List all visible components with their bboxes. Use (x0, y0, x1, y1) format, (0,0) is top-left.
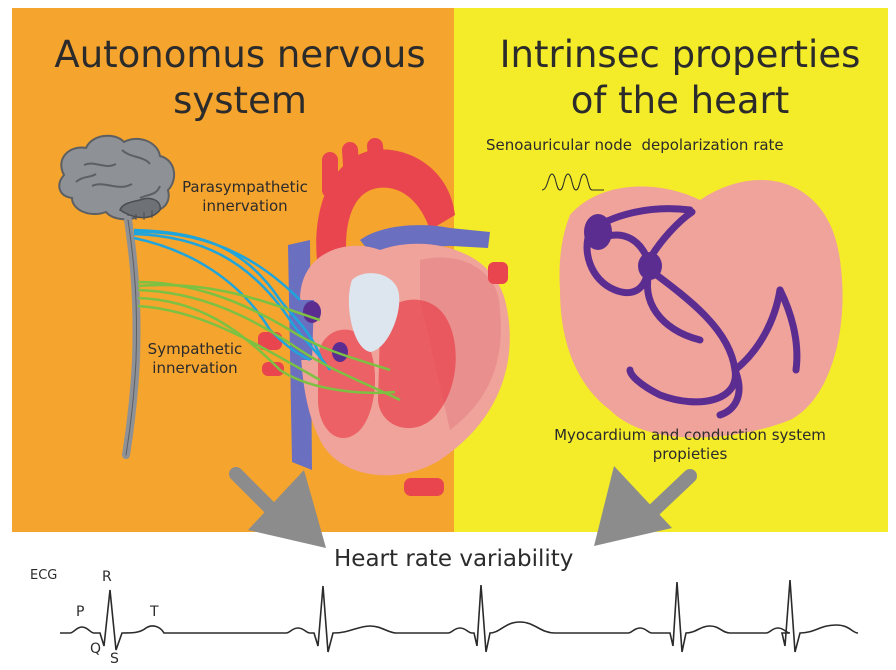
sympathetic-label-line2: innervation (152, 359, 237, 377)
wave-t-label: T (150, 603, 159, 622)
sympathetic-label-line1: Sympathetic (148, 340, 243, 358)
myocardium-label-line2: propieties (653, 445, 728, 463)
parasympathetic-label-line2: innervation (202, 197, 287, 215)
brain-icon (59, 136, 174, 220)
left-arrow-icon (236, 470, 326, 548)
wave-q-label: Q (90, 640, 101, 659)
parasympathetic-label-line1: Parasympathetic (182, 178, 308, 196)
autonomic-title-line2: system (173, 79, 307, 122)
myocardium-label-line1: Myocardium and conduction system (554, 426, 826, 444)
wave-s-label: S (110, 650, 119, 669)
intrinsic-title: Intrinsec properties of the heart (480, 32, 880, 124)
autonomic-title: Autonomus nervous system (40, 32, 440, 124)
node-rate-label: Senoauricular node depolarization rate (486, 136, 784, 155)
autonomic-title-line1: Autonomus nervous (54, 33, 425, 76)
hrv-label: Heart rate variability (334, 545, 573, 573)
ecg-label: ECG (30, 566, 57, 585)
wave-r-label: R (102, 568, 112, 587)
myocardium-label: Myocardium and conduction system propiet… (540, 426, 840, 464)
parasympathetic-label: Parasympathetic innervation (180, 178, 310, 216)
ecg-trace (60, 580, 858, 652)
sinoatrial-node (584, 214, 612, 250)
right-arrow-icon (594, 466, 690, 546)
intrinsic-title-line2: of the heart (571, 79, 790, 122)
wave-p-label: P (76, 603, 84, 622)
atrioventricular-node (638, 252, 662, 280)
depolarization-wave-icon (542, 174, 604, 190)
sympathetic-label: Sympathetic innervation (140, 340, 250, 378)
intrinsic-title-line1: Intrinsec properties (500, 33, 861, 76)
